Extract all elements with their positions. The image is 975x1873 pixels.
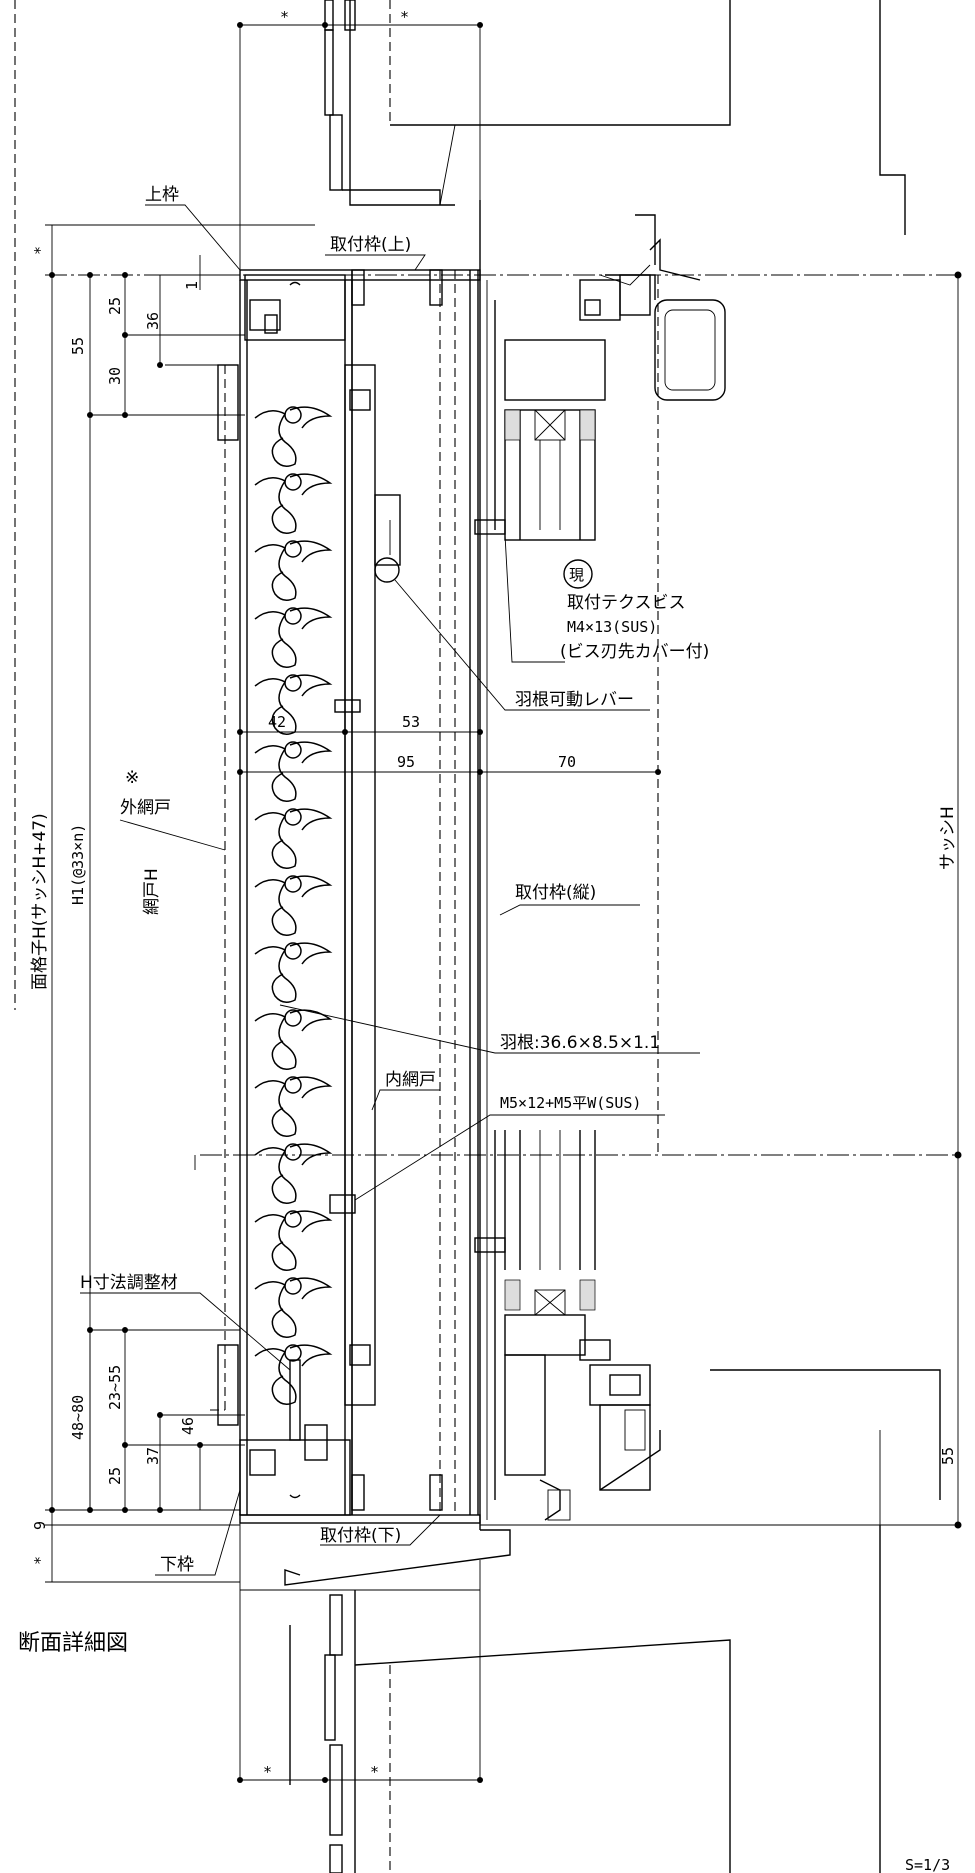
louver-blade xyxy=(254,1277,333,1338)
bolt-head xyxy=(329,1194,356,1214)
label-top-frame: 上枠 xyxy=(145,185,179,205)
label-mount-frame-vertical: 取付枠(縦) xyxy=(515,883,596,903)
dim-grille-h: 面格子H(サッシH+47) xyxy=(30,813,50,990)
dim-star-top-left: * xyxy=(280,8,289,26)
blade-pivot xyxy=(284,1344,302,1362)
bottom-frame-section xyxy=(239,1439,351,1516)
label-mount-frame-bottom: 取付枠(下) xyxy=(320,1526,401,1546)
dim-star-left-bottom: * xyxy=(31,1556,49,1565)
louver-blade xyxy=(254,1210,333,1271)
louver-blade xyxy=(254,741,333,802)
label-screw-note: (ビス刃先カバー付) xyxy=(560,642,709,662)
blade-pivot xyxy=(284,674,302,692)
label-screw-name: 取付テクスビス xyxy=(567,593,686,613)
louver-blade xyxy=(254,1076,333,1137)
label-adjuster: H寸法調整材 xyxy=(80,1273,178,1293)
dim-star-top-right: * xyxy=(400,8,409,26)
louver-blade xyxy=(254,1143,333,1204)
text-labels: 上枠 取付枠(上) 現 取付テクスビス M4×13(SUS) (ビス刃先カバー付… xyxy=(18,8,958,1873)
dim-55-top: 55 xyxy=(69,337,87,355)
blade-pivot xyxy=(284,1009,302,1027)
blade-pivot xyxy=(284,1210,302,1228)
louver-blade xyxy=(254,1009,333,1070)
window-sash xyxy=(474,200,726,1530)
blade-pivot xyxy=(284,1076,302,1094)
blade-pivot xyxy=(284,473,302,491)
dim-46: 46 xyxy=(179,1417,197,1435)
louver-blade xyxy=(254,875,333,936)
blade-pivot xyxy=(284,741,302,759)
label-screw-spec: M4×13(SUS) xyxy=(567,618,657,636)
dim-screen-h: 網戸H xyxy=(142,868,162,915)
blade-pivot xyxy=(284,1277,302,1295)
label-inner-screen: 内網戸 xyxy=(385,1070,436,1090)
blade-pivot xyxy=(284,607,302,625)
lower-structure xyxy=(237,1369,955,1873)
lever-knob xyxy=(374,557,400,583)
label-blade: 羽根:36.6×8.5×1.1 xyxy=(500,1033,660,1053)
louver-blade xyxy=(254,540,333,601)
dim-30: 30 xyxy=(106,367,124,385)
label-lever: 羽根可動レバー xyxy=(515,690,634,710)
dim-53: 53 xyxy=(402,713,420,731)
tek-screw-bottom xyxy=(474,1237,506,1253)
dim-70: 70 xyxy=(558,753,576,771)
label-note-mark: ※ xyxy=(125,768,139,788)
louver-blade xyxy=(254,1344,333,1405)
label-bottom-frame: 下枠 xyxy=(160,1555,194,1575)
louver-blade xyxy=(254,406,333,467)
blade-pivot xyxy=(284,942,302,960)
blade-stack xyxy=(254,406,333,1405)
dim-37: 37 xyxy=(144,1447,162,1465)
louver-blade xyxy=(254,607,333,668)
inner-screen-frame xyxy=(344,364,376,1406)
dim-star-bottom-left: * xyxy=(263,1763,272,1781)
dim-h1: H1(@33×n) xyxy=(69,824,87,905)
louver-blade xyxy=(254,808,333,869)
dim-36: 36 xyxy=(144,312,162,330)
blade-pivot xyxy=(284,406,302,424)
screw-mark-circle xyxy=(563,559,593,589)
louver-blade xyxy=(254,473,333,534)
label-bolt: M5×12+M5平W(SUS) xyxy=(500,1094,641,1112)
louver-blade xyxy=(254,942,333,1003)
tek-screw-top xyxy=(474,519,506,535)
louver-blade xyxy=(254,674,333,735)
sash-handle xyxy=(654,299,726,401)
lever-body xyxy=(374,494,401,566)
dim-sash-h: サッシH xyxy=(938,806,958,870)
blade-pivot xyxy=(284,540,302,558)
reference-lines xyxy=(45,200,962,1583)
blade-pivot xyxy=(284,875,302,893)
blade-pivot xyxy=(284,808,302,826)
label-mount-frame-top: 取付枠(上) xyxy=(330,235,411,255)
dim-55-bottom: 55 xyxy=(939,1447,957,1465)
grille-assembly xyxy=(210,269,481,1524)
dim-42: 42 xyxy=(268,713,286,731)
dim-star-left-top: * xyxy=(31,246,49,255)
dim-48-80: 48~80 xyxy=(69,1395,87,1440)
dim-star-bottom-right: * xyxy=(370,1763,379,1781)
dim-23-55: 23~55 xyxy=(106,1365,124,1410)
dim-25-top: 25 xyxy=(106,297,124,315)
dim-1: 1 xyxy=(183,281,201,290)
dim-95: 95 xyxy=(397,753,415,771)
leader-lines xyxy=(80,204,700,1576)
dim-9: 9 xyxy=(31,1521,49,1530)
scale-label: S=1/3 xyxy=(905,1856,950,1873)
label-outer-screen: 外網戸 xyxy=(120,798,171,818)
blade-pivot xyxy=(284,1143,302,1161)
dim-25-bottom: 25 xyxy=(106,1467,124,1485)
label-screw-mark: 現 xyxy=(569,566,584,584)
dimension-lines xyxy=(49,225,661,1582)
drawing-title: 断面詳細図 xyxy=(18,1631,128,1656)
